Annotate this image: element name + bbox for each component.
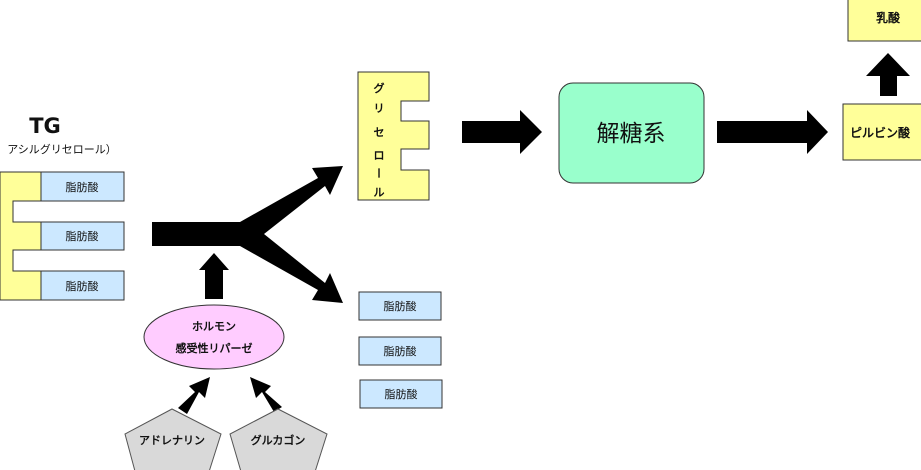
svg-text:ル: ル (374, 186, 385, 199)
tg-subtitle: アシルグリセロール） (7, 142, 117, 156)
svg-text:脂肪酸: 脂肪酸 (385, 387, 418, 401)
tg-fatty-acid: 脂肪酸 (40, 171, 125, 202)
tg-fatty-acid: 脂肪酸 (40, 270, 125, 301)
released-fatty-acid: 脂肪酸 (358, 291, 442, 321)
svg-text:脂肪酸: 脂肪酸 (66, 180, 99, 194)
svg-text:セ: セ (374, 126, 385, 139)
glycolysis-box: 解糖系 (558, 82, 705, 184)
arrow-to-glycolysis (462, 110, 542, 154)
tg-glycerol-backbone (0, 171, 42, 301)
released-fatty-acid: 脂肪酸 (359, 379, 443, 409)
svg-text:感受性リパーゼ: 感受性リパーゼ (176, 341, 253, 355)
svg-text:ロ: ロ (374, 149, 385, 162)
svg-text:解糖系: 解糖系 (597, 121, 666, 147)
glycerol-shape (357, 71, 430, 201)
svg-text:アドレナリン: アドレナリン (139, 434, 205, 447)
tg-title: TG (29, 114, 61, 138)
glycerol-label: グ リ セ ロ ー ル (372, 81, 385, 199)
pyruvate-box: ピルビン酸 (842, 103, 921, 161)
svg-text:乳酸: 乳酸 (876, 10, 901, 25)
arrow-to-pyruvate (717, 110, 828, 154)
svg-text:脂肪酸: 脂肪酸 (384, 299, 417, 313)
svg-text:ピルビン酸: ピルビン酸 (850, 125, 911, 140)
lipolysis-fork-arrow (152, 166, 343, 303)
svg-text:脂肪酸: 脂肪酸 (66, 229, 99, 243)
hormone-glucagon: グルカゴン (229, 408, 328, 470)
tg-fatty-acid: 脂肪酸 (40, 221, 125, 251)
svg-text:グルカゴン: グルカゴン (251, 433, 306, 447)
enzyme-up-arrow (199, 253, 229, 299)
hormone-adrenaline: アドレナリン (124, 408, 222, 470)
glucagon-arrow (250, 377, 282, 412)
svg-text:グ: グ (374, 81, 385, 95)
svg-text:脂肪酸: 脂肪酸 (384, 344, 417, 358)
svg-text:ホルモン: ホルモン (192, 320, 236, 333)
arrow-to-lactate (866, 53, 910, 96)
released-fatty-acid: 脂肪酸 (358, 336, 442, 366)
svg-text:脂肪酸: 脂肪酸 (66, 279, 99, 293)
adrenaline-arrow (178, 377, 210, 414)
lactate-box: 乳酸 (847, 0, 921, 42)
hormone-sensitive-lipase: ホルモン 感受性リパーゼ (143, 304, 285, 370)
svg-text:リ: リ (374, 102, 385, 115)
svg-text:ー: ー (372, 168, 385, 179)
